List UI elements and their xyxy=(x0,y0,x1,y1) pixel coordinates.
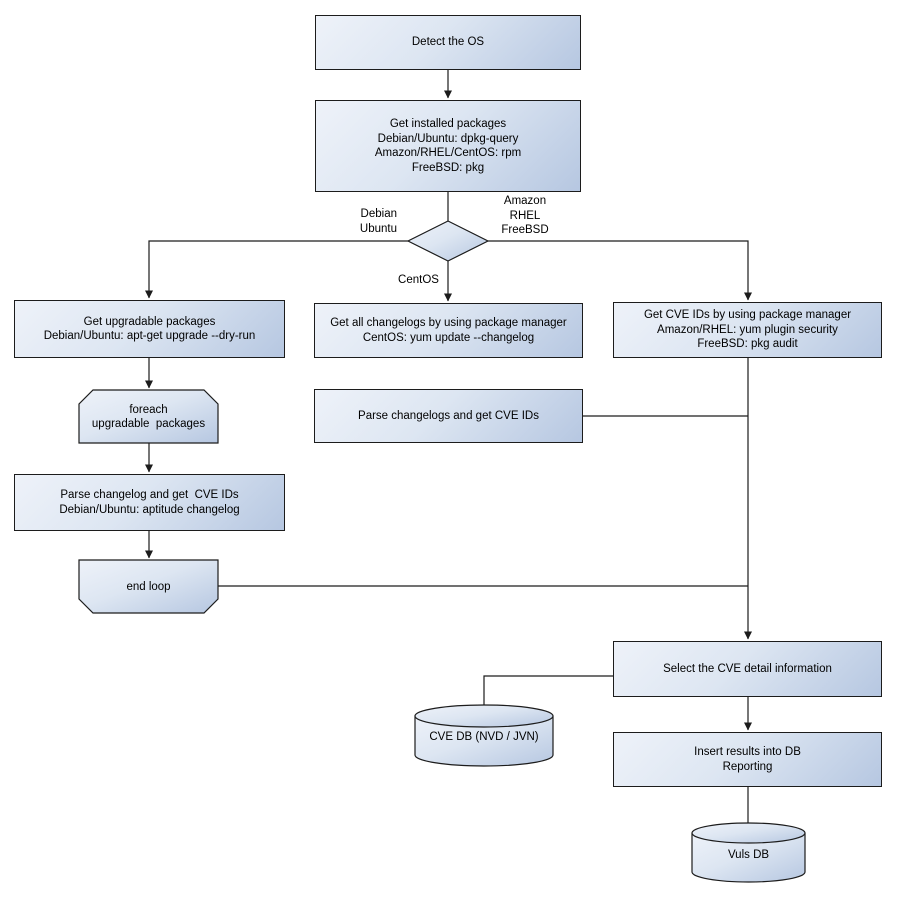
node-text: Parse changelogs and get CVE IDs xyxy=(358,409,539,422)
edge-label-centos: CentOS xyxy=(398,274,439,286)
node-insert-results: Insert results into DB Reporting xyxy=(613,732,882,787)
node-parse-changelog-debian: Parse changelog and get CVE IDs Debian/U… xyxy=(14,474,285,531)
node-parse-changelogs: Parse changelogs and get CVE IDs xyxy=(314,389,583,443)
node-text: FreeBSD: pkg audit xyxy=(697,338,798,351)
node-text: Get installed packages xyxy=(389,118,507,130)
node-text: Detect the OS xyxy=(411,36,485,49)
cve-db-label: CVE DB (NVD / JVN) xyxy=(429,731,539,743)
end-loop-label: end loop xyxy=(126,580,171,593)
foreach-loop-shape xyxy=(78,389,219,444)
node-text: Debian/Ubuntu: apt-get upgrade --dry-run xyxy=(43,330,256,342)
node-text: Parse changelog and get CVE IDs xyxy=(60,489,239,501)
edge-branch-right xyxy=(488,240,752,301)
node-text: Amazon/RHEL: yum plugin security xyxy=(657,323,838,336)
foreach-loop-label: foreach upgradable packages xyxy=(91,403,206,430)
node-text: Get CVE IDs by using package manager xyxy=(643,309,852,322)
vuls-db-cylinder xyxy=(691,822,806,883)
edge-label-debian-ubuntu: Debian Ubuntu xyxy=(359,208,397,235)
node-get-cve-ids-pkg-mgr: Get CVE IDs by using package manager Ama… xyxy=(613,302,882,358)
node-get-upgradable-packages: Get upgradable packages Debian/Ubuntu: a… xyxy=(14,300,285,358)
node-text: Debian/Ubuntu: aptitude changelog xyxy=(59,503,240,516)
node-text: FreeBSD: pkg xyxy=(411,161,485,174)
os-branch-decision-diamond xyxy=(406,220,490,262)
node-text: Amazon/RHEL/CentOS: rpm xyxy=(374,147,522,159)
vuls-db-label: Vuls DB xyxy=(727,849,770,861)
node-text: Insert results into DB xyxy=(694,746,801,758)
edge-branch-left xyxy=(145,240,408,299)
node-text: Reporting xyxy=(722,760,773,773)
end-loop-shape xyxy=(78,559,219,614)
edge-label-amazon-rhel-freebsd: Amazon RHEL FreeBSD xyxy=(501,195,549,236)
node-select-cve-detail: Select the CVE detail information xyxy=(613,641,882,697)
node-text: Get all changelogs by using package mana… xyxy=(330,317,567,329)
node-get-installed-packages: Get installed packages Debian/Ubuntu: dp… xyxy=(315,100,581,192)
node-text: Select the CVE detail information xyxy=(663,662,832,675)
node-text: CentOS: yum update --changelog xyxy=(362,331,535,344)
node-detect-os: Detect the OS xyxy=(315,15,581,70)
cve-db-cylinder xyxy=(414,704,554,767)
edge-select-to-cvedb xyxy=(483,675,613,705)
node-text: Get upgradable packages xyxy=(83,315,216,328)
node-get-all-changelogs: Get all changelogs by using package mana… xyxy=(314,303,583,358)
node-text: Debian/Ubuntu: dpkg-query xyxy=(377,132,519,145)
